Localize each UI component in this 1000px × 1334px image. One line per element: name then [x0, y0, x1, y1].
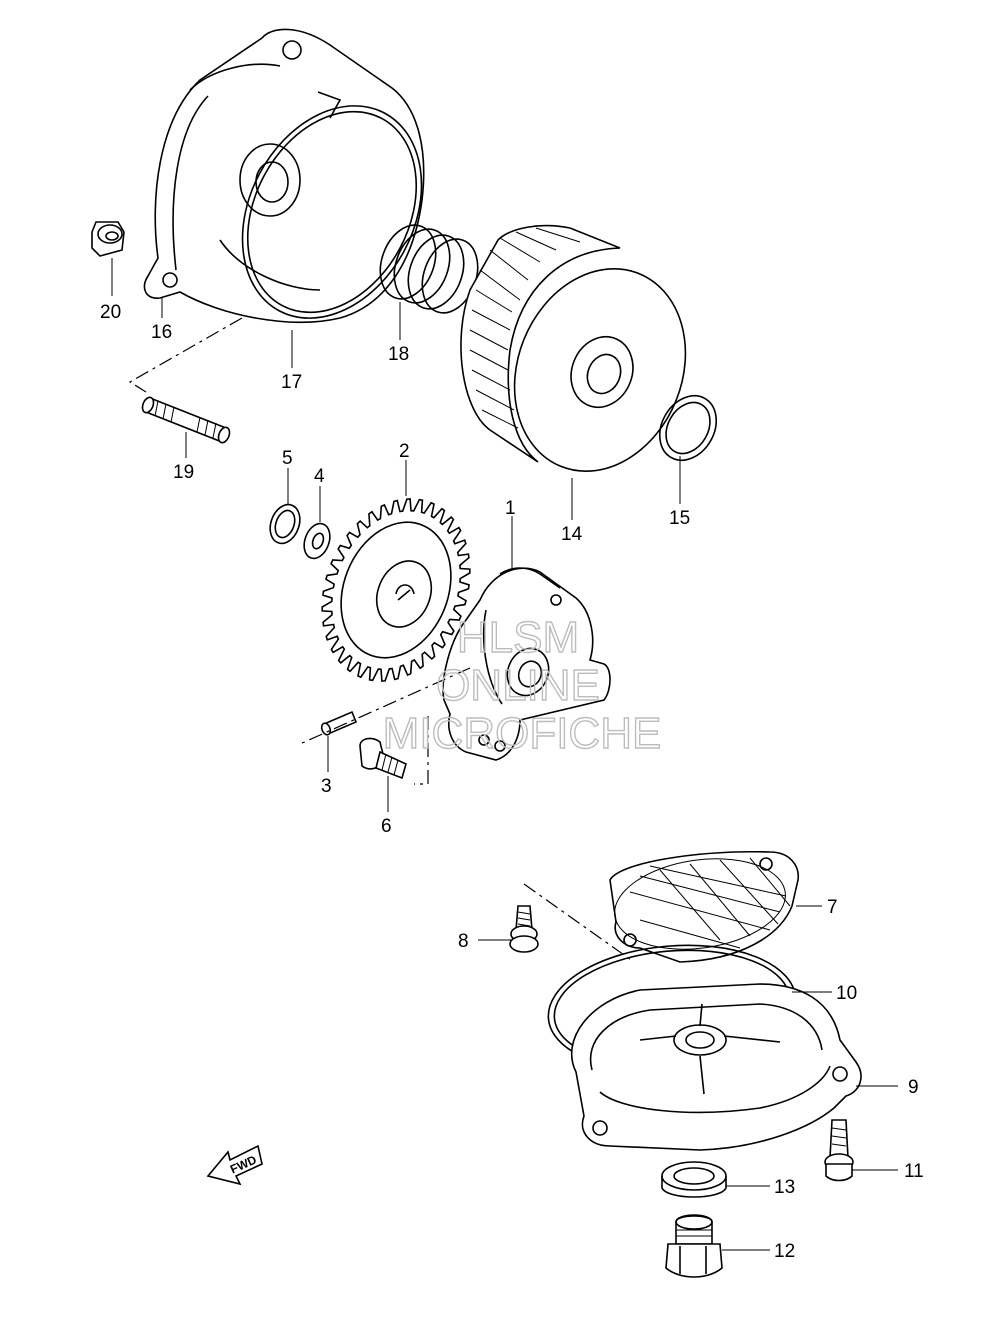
callout-17: 17: [281, 372, 302, 393]
part-16-housing-cover: [143, 28, 425, 323]
part-2-driven-gear: [321, 498, 471, 682]
watermark-line-1: HLSM: [457, 613, 579, 662]
callout-5: 5: [282, 448, 293, 469]
callout-19: 19: [173, 462, 194, 483]
callout-13: 13: [774, 1177, 795, 1198]
part-17-o-ring: [241, 105, 423, 319]
part-20-cap-nut: [91, 221, 125, 257]
callout-14: 14: [561, 524, 583, 545]
callout-2: 2: [399, 441, 410, 462]
part-4-washer: [303, 522, 331, 560]
callout-4: 4: [314, 466, 325, 487]
part-9-strainer-cap: [570, 983, 862, 1151]
part-12-drain-plug: [665, 1214, 723, 1278]
callout-12: 12: [774, 1241, 795, 1262]
part-13-gasket: [661, 1161, 727, 1198]
callout-6: 6: [381, 816, 392, 837]
callout-20: 20: [100, 302, 121, 323]
part-7-oil-strainer: [609, 850, 799, 963]
callout-16: 16: [151, 322, 172, 343]
part-15-gasket: [658, 395, 718, 461]
part-18-spring: [379, 224, 479, 314]
part-8-bolt: [509, 905, 539, 953]
part-5-circlip: [269, 503, 301, 545]
part-11-bolt: [824, 1119, 854, 1182]
callout-11: 11: [904, 1161, 924, 1182]
part-19-stud-bolt: [141, 396, 231, 444]
watermark-line-3: MICROFICHE: [383, 709, 662, 758]
part-3-dowel-pin: [320, 710, 358, 736]
callout-1: 1: [505, 498, 516, 519]
part-1-oil-pump: [442, 567, 611, 761]
alignment-lines: [128, 317, 635, 963]
watermark: HLSM ONLINE MICROFICHE: [382, 612, 662, 758]
watermark-line-2: ONLINE: [436, 661, 600, 710]
callout-labels: 1 2 3 4 5 6 7 8 9 10 11 12 13 14 15 16 1…: [100, 302, 924, 1262]
callout-7: 7: [827, 897, 838, 918]
part-6-screw: [359, 737, 407, 780]
leader-lines: [111, 258, 898, 1251]
callout-8: 8: [458, 931, 469, 952]
callout-18: 18: [388, 344, 409, 365]
part-14-oil-filter: [460, 224, 687, 473]
callout-3: 3: [321, 776, 332, 797]
callout-10: 10: [836, 983, 857, 1004]
callout-9: 9: [908, 1077, 919, 1098]
callout-15: 15: [669, 508, 690, 529]
fwd-arrow-icon: FWD: [206, 1144, 263, 1186]
